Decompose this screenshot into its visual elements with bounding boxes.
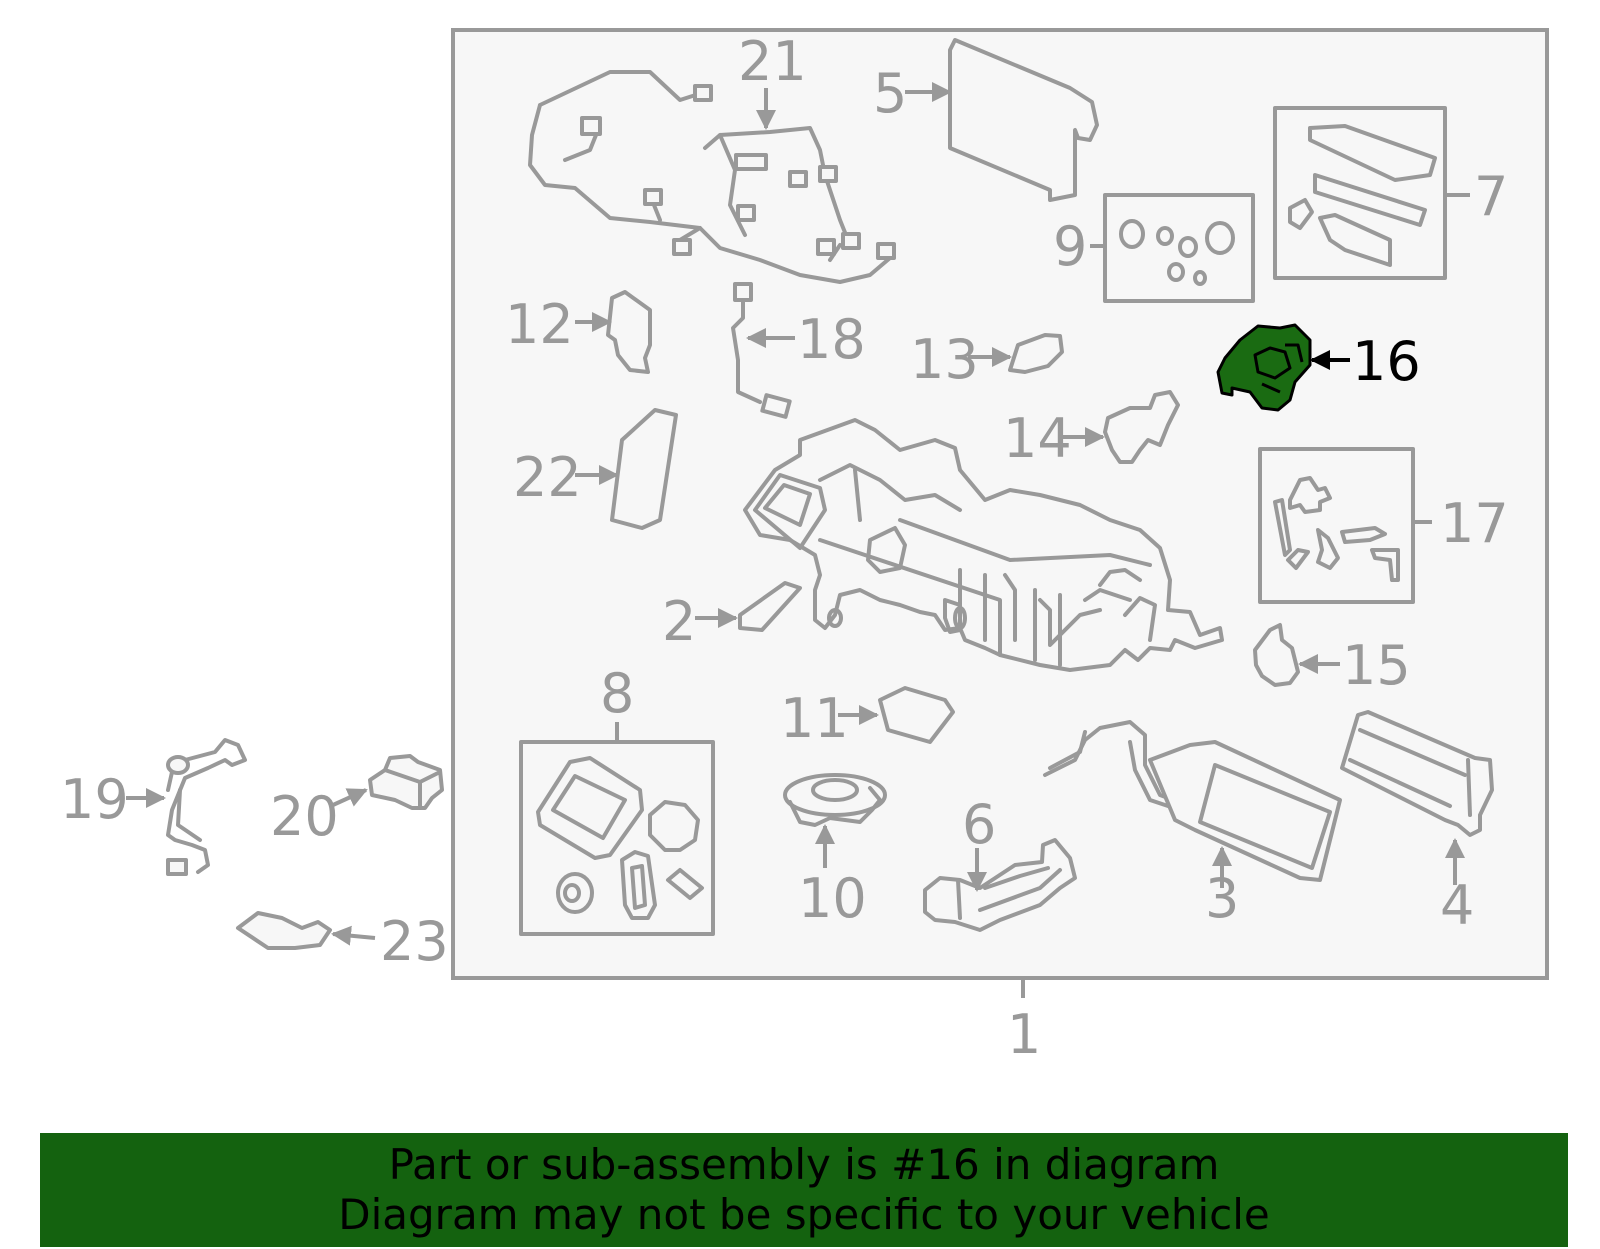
banner-line-2: Diagram may not be specific to your vehi… xyxy=(338,1190,1270,1239)
part-14-actuator[interactable] xyxy=(1062,390,1180,464)
part-3-heater-core[interactable] xyxy=(1043,720,1342,888)
part-12-bracket[interactable] xyxy=(575,290,652,374)
part-18-sensor[interactable] xyxy=(731,282,795,419)
callout-1: 1 xyxy=(1007,1003,1041,1066)
callout-5: 5 xyxy=(873,62,907,125)
callout-3: 3 xyxy=(1205,867,1239,930)
callout-7: 7 xyxy=(1474,165,1508,228)
part-20-sensor[interactable] xyxy=(332,754,444,810)
callout-14: 14 xyxy=(1003,407,1072,470)
part-4-core[interactable] xyxy=(1340,710,1494,885)
callout-12: 12 xyxy=(505,293,574,356)
callout-17: 17 xyxy=(1440,492,1509,555)
banner-line-1: Part or sub-assembly is #16 in diagram xyxy=(388,1140,1220,1189)
part-6-duct[interactable] xyxy=(923,838,1077,932)
part-8-seal-kit[interactable] xyxy=(519,722,715,936)
part-13-seal[interactable] xyxy=(968,333,1064,374)
part-2-seal[interactable] xyxy=(695,581,802,632)
callout-8: 8 xyxy=(600,662,634,725)
part-21-wiring-harness[interactable] xyxy=(528,70,896,284)
callout-4: 4 xyxy=(1440,874,1474,937)
callout-18: 18 xyxy=(797,308,866,371)
part-19-hose[interactable] xyxy=(126,738,247,876)
callout-16-highlighted: 16 xyxy=(1352,330,1421,393)
part-5-evaporator[interactable] xyxy=(905,38,1099,202)
callout-22: 22 xyxy=(513,446,582,509)
part-22-air-filter[interactable] xyxy=(575,408,678,530)
callout-13: 13 xyxy=(910,328,979,391)
part-17-linkage-kit[interactable] xyxy=(1258,447,1432,604)
part-9-o-ring-kit[interactable] xyxy=(1090,193,1255,303)
part-23-bracket[interactable] xyxy=(236,911,376,950)
part-10-blower-motor[interactable] xyxy=(783,773,887,868)
callout-20: 20 xyxy=(270,785,339,848)
callout-2: 2 xyxy=(662,590,696,653)
callout-23: 23 xyxy=(380,910,449,973)
part-16-actuator-highlighted[interactable] xyxy=(1216,323,1350,412)
hvac-case-assembly xyxy=(743,418,1224,672)
callout-21: 21 xyxy=(738,30,807,93)
info-banner: Part or sub-assembly is #16 in diagram D… xyxy=(40,1133,1568,1247)
part-7-seal-kit[interactable] xyxy=(1273,106,1470,280)
part-11-seal[interactable] xyxy=(838,686,955,744)
callout-9: 9 xyxy=(1053,215,1087,278)
callout-11: 11 xyxy=(780,687,849,750)
part-15-sensor[interactable] xyxy=(1253,623,1340,687)
callout-19: 19 xyxy=(60,768,129,831)
callout-6: 6 xyxy=(962,793,996,856)
callout-15: 15 xyxy=(1342,634,1411,697)
callout-10: 10 xyxy=(798,867,867,930)
